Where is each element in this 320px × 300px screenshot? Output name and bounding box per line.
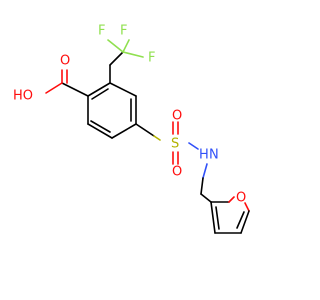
- molecule-structure: F F F O HO S O O H N O: [13, 24, 250, 234]
- atom-labels: F F F O HO S O O H N O: [13, 24, 246, 206]
- bond-ch2-furan: [200, 193, 212, 203]
- bond-ring-s-2: [153, 135, 161, 141]
- amide-n-label: N: [209, 148, 219, 163]
- ring-double-5: [90, 120, 111, 133]
- bond-s-n: [188, 142, 199, 150]
- furan-bond-5: [210, 201, 216, 234]
- ring-double-1: [91, 88, 109, 100]
- fluorine-label-1: F: [98, 24, 105, 39]
- bond-c-f1: [107, 39, 124, 53]
- ring-bond-1: [87, 82, 111, 97]
- furan-bond-o1: [228, 196, 235, 203]
- sulfonyl-oxygen-top-label: O: [172, 109, 182, 124]
- fluorine-label-3: F: [120, 24, 127, 39]
- sulfonyl-oxygen-bottom-label: O: [172, 165, 182, 180]
- ring-bond-2: [109, 82, 137, 97]
- bond-n-ch2-a: [202, 163, 208, 179]
- acid-hydroxyl-label: HO: [13, 89, 33, 104]
- bond-c-f3: [122, 39, 130, 53]
- bond-c-f2: [122, 51, 144, 58]
- furan-oxygen-label: O: [236, 191, 246, 206]
- bond-ring-s: [135, 123, 155, 137]
- amide-h-label: H: [199, 148, 209, 163]
- sulfur-label: S: [171, 137, 179, 152]
- furan-bond-o2: [244, 202, 250, 212]
- bond-c-oh: [45, 82, 63, 94]
- fluorine-label-2: F: [148, 51, 155, 66]
- ring-bond-5: [87, 123, 113, 139]
- furan-double-2: [236, 211, 245, 229]
- bond-c-cf3: [109, 51, 124, 66]
- ring-bond-4: [111, 123, 137, 139]
- bond-ring-cooh: [61, 82, 89, 97]
- bonds: [45, 39, 250, 234]
- bond-n-ch2-b: [200, 177, 204, 195]
- furan-bond-3: [240, 210, 250, 234]
- acid-carbonyl-oxygen-label: O: [60, 54, 70, 69]
- furan-double-1: [215, 206, 220, 230]
